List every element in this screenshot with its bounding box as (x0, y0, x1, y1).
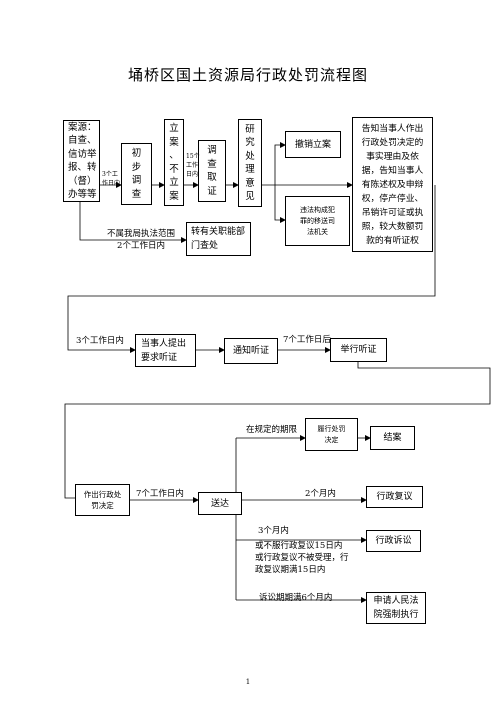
make-decision-box: 作出行政处 罚决定 (75, 484, 130, 516)
notify-party-box: 告知当事人作出 行政处罚决定的 事实理由及依 据，告知当事人 有陈述权及申辩 权… (352, 117, 433, 252)
deliver-box: 送达 (198, 492, 242, 515)
investigate-box: 调 查 取 证 (198, 140, 226, 202)
close-case-box: 结案 (370, 426, 415, 450)
admin-review-box: 行政复议 (366, 486, 423, 508)
withdraw-case-box: 撤销立案 (285, 131, 341, 158)
label-two-months: 2个月内 (305, 489, 336, 499)
fulfill-decision-box: 履行处罚 决定 (305, 418, 358, 451)
label-out-of-scope: 不属我局执法范围 2个工作日内 (106, 229, 175, 251)
file-or-not-box: 立 案 、 不 立 案 (164, 119, 184, 206)
label-three-months: 3个月内 (258, 526, 289, 536)
page-number: 1 (245, 678, 251, 686)
court-enforce-box: 申请人民法 院强制执行 (366, 592, 426, 624)
initial-check-box: 初 步 调 查 (121, 143, 152, 205)
transfer-dept-box: 转有关职能部 门查处 (186, 222, 251, 256)
label-within-period: 在规定的期限 (246, 425, 298, 435)
page-title: 埇桥区国土资源局行政处罚流程图 (127, 66, 368, 84)
transfer-judicial-box: 违法构成犯 罪的移送司 法机关 (285, 196, 350, 246)
party-request-hearing-box: 当事人提出 要求听证 (135, 334, 196, 367)
label-seven-days: 7个工作日内 (136, 489, 184, 499)
label-seven-days-after: 7个工作日后 (283, 335, 331, 345)
label-three-days-2: 3个工作日内 (76, 336, 124, 346)
label-three-days-1: 3个工 作日内 (102, 171, 121, 187)
label-litigation-conditions: 或不服行政复议15日内 或行政复议不被受理，行 政复议期满15日内 (255, 541, 349, 575)
admin-litigation-box: 行政诉讼 (366, 530, 421, 552)
study-opinion-box: 研 究 处 理 意 见 (238, 119, 262, 207)
notify-hearing-box: 通知听证 (224, 338, 278, 364)
case-source-box: 案源： 自查、 信访举 报、转 （督） 办等等 (63, 120, 100, 202)
label-fifteen-days: 15个 工作 日内 (186, 153, 200, 178)
label-six-months: 诉讼期期满6个月内 (259, 593, 333, 603)
hold-hearing-box: 举行听证 (330, 338, 387, 362)
